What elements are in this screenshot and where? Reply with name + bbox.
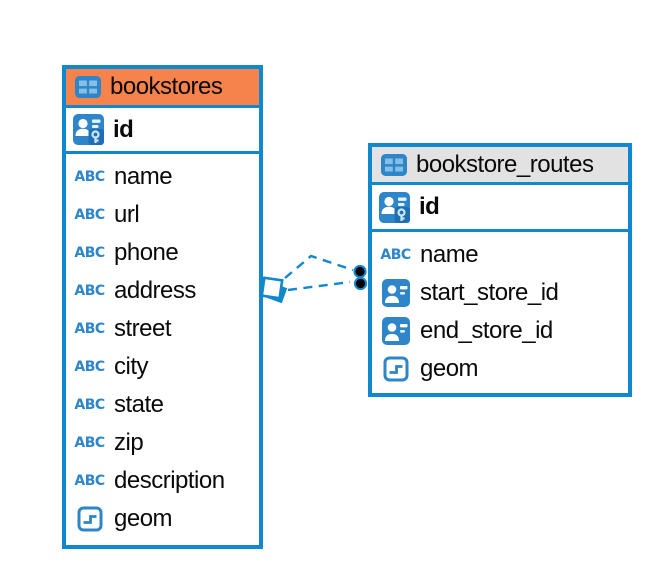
- column-name: city: [114, 353, 149, 380]
- text-type-icon: ABC: [74, 473, 105, 489]
- text-type-icon: ABC: [74, 245, 105, 261]
- table-header[interactable]: bookstore_routes: [372, 147, 628, 185]
- relationship-line[interactable]: [287, 280, 351, 292]
- reference-type-icon: [380, 317, 411, 345]
- relationship-diamond-icon: [260, 276, 288, 304]
- column-name: state: [114, 391, 164, 418]
- column-row-address[interactable]: ABC address: [66, 272, 259, 310]
- primary-key-icon: [379, 191, 410, 223]
- column-name: phone: [114, 239, 179, 266]
- table-icon: [74, 76, 101, 98]
- table-title: bookstore_routes: [416, 150, 594, 178]
- column-name: end_store_id: [420, 317, 553, 344]
- primary-key-icon: [73, 114, 104, 145]
- primary-key-row[interactable]: id: [66, 108, 259, 154]
- column-name: street: [114, 315, 172, 342]
- column-row-description[interactable]: ABC description: [66, 462, 259, 500]
- column-name: geom: [420, 355, 479, 382]
- table-icon: [380, 153, 407, 176]
- column-name: address: [114, 277, 196, 304]
- table-header[interactable]: bookstores: [66, 69, 259, 108]
- primary-key-row[interactable]: id: [372, 185, 628, 232]
- column-row-street[interactable]: ABC street: [66, 310, 259, 348]
- column-row-state[interactable]: ABC state: [66, 386, 259, 424]
- column-name: zip: [114, 429, 144, 456]
- table-node-bookstore-routes[interactable]: bookstore_routes id ABC name start_store_i…: [368, 143, 632, 397]
- column-name: url: [114, 201, 140, 228]
- text-type-icon: ABC: [74, 321, 105, 337]
- column-row-city[interactable]: ABC city: [66, 348, 259, 386]
- column-row-end_store_id[interactable]: end_store_id: [372, 312, 628, 350]
- text-type-icon: ABC: [74, 169, 105, 185]
- geometry-type-icon: [380, 356, 411, 382]
- text-type-icon: ABC: [74, 397, 105, 413]
- text-type-icon: ABC: [74, 207, 105, 223]
- text-type-icon: ABC: [74, 359, 105, 375]
- column-row-name[interactable]: ABC name: [66, 158, 259, 196]
- table-title: bookstores: [110, 73, 223, 100]
- text-type-icon: ABC: [74, 283, 105, 299]
- column-name: geom: [114, 505, 173, 532]
- column-row-geom[interactable]: geom: [66, 500, 259, 538]
- column-row-zip[interactable]: ABC zip: [66, 424, 259, 462]
- column-row-url[interactable]: ABC url: [66, 196, 259, 234]
- column-row-phone[interactable]: ABC phone: [66, 234, 259, 272]
- geometry-type-icon: [74, 506, 105, 532]
- column-name: name: [420, 241, 479, 268]
- column-name: start_store_id: [420, 279, 559, 306]
- column-name: name: [114, 163, 173, 190]
- column-row-geom[interactable]: geom: [372, 350, 628, 388]
- text-type-icon: ABC: [74, 435, 105, 451]
- column-name: description: [114, 467, 225, 494]
- column-name: id: [113, 115, 134, 143]
- relationship-dot-icon: [353, 264, 368, 291]
- reference-type-icon: [380, 279, 411, 307]
- relationship-line[interactable]: [284, 254, 354, 279]
- column-name: id: [419, 193, 440, 220]
- text-type-icon: ABC: [380, 247, 411, 263]
- column-row-name[interactable]: ABC name: [372, 236, 628, 274]
- column-row-start_store_id[interactable]: start_store_id: [372, 274, 628, 312]
